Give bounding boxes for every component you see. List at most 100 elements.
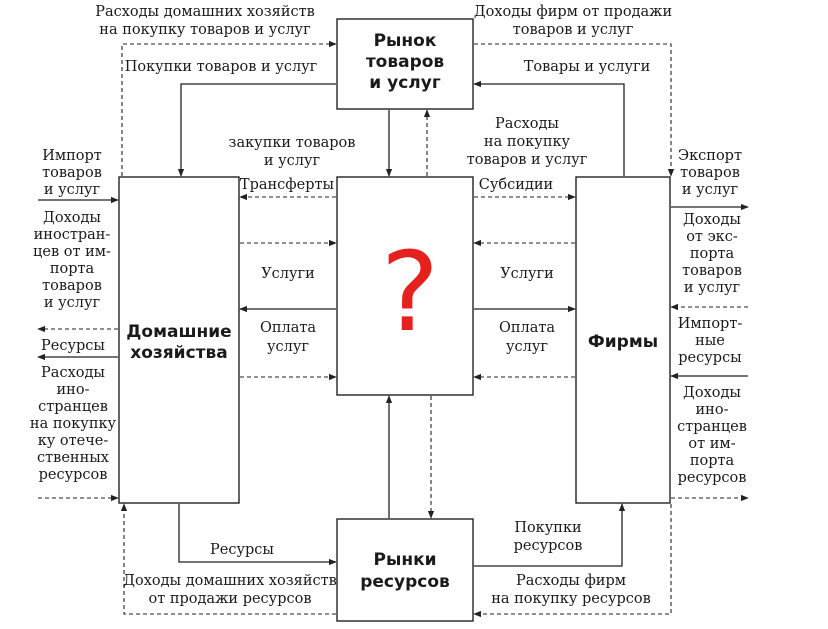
services-left-label: Услуги bbox=[261, 266, 315, 282]
foreign-spending-resources-label-line-7: ресурсов bbox=[39, 467, 108, 483]
purchases-resources-label-line-2: ресурсов bbox=[514, 538, 583, 554]
hh-income-resources-label-line-2: от продажи ресурсов bbox=[148, 591, 311, 607]
foreign-income-resources-label-line-5: порта bbox=[690, 453, 735, 469]
purchases-resources-arrow bbox=[474, 503, 626, 567]
hh-spending-goods-label: Расходы домашних хозяйств на покупку това… bbox=[95, 4, 315, 38]
foreign-income-resources-label-line-1: Доходы bbox=[683, 385, 741, 401]
foreign-income-resources-label-line-3: странцев bbox=[677, 419, 747, 435]
export-income-label-line-1: Доходы bbox=[683, 212, 741, 228]
center-box: ? bbox=[336, 176, 474, 396]
foreign-spending-resources-label-line-4: на покупку bbox=[30, 416, 117, 432]
firms-title-line-1: Фирмы bbox=[588, 332, 658, 352]
transfers-label: Трансферты bbox=[240, 177, 335, 193]
exports-label-line-1: Экспорт bbox=[678, 148, 742, 164]
firm-revenue-goods-label-line-1: Доходы фирм от продажи bbox=[474, 4, 672, 20]
subsidies-label-line-1: Субсидии bbox=[479, 177, 553, 193]
goods-services-arrow bbox=[473, 80, 625, 176]
gov-spending-label: Расходы на покупку товаров и услуг bbox=[467, 116, 588, 168]
foreign-spending-resources-label-line-6: ственных bbox=[37, 450, 109, 466]
firm-spending-resources-arrow bbox=[473, 504, 672, 618]
exports-label-line-2: товаров bbox=[680, 165, 740, 181]
hh-income-resources-arrow bbox=[120, 503, 336, 615]
gov-spending-label-line-1: Расходы bbox=[495, 116, 559, 132]
foreign-spending-resources-label-line-1: Расходы bbox=[41, 365, 105, 381]
imports-label-line-2: товаров bbox=[42, 165, 102, 181]
households-title-line-1: Домашние bbox=[126, 322, 231, 342]
resource-markets-title-line-1: Рынки bbox=[373, 550, 436, 570]
imported-resources-label-line-3: ресурсы bbox=[678, 350, 742, 366]
hh-spending-goods-label-line-2: на покупку товаров и услуг bbox=[99, 22, 310, 38]
goods-services-label: Товары и услуги bbox=[524, 59, 651, 75]
transfers-label-line-1: Трансферты bbox=[240, 177, 335, 193]
purchases-goods-label-line-1: Покупки товаров и услуг bbox=[125, 59, 318, 75]
firm-spending-resources-label-line-2: на покупку ресурсов bbox=[491, 591, 651, 607]
services-right-label-line-1: Услуги bbox=[500, 266, 554, 282]
foreign-spending-resources-label-line-5: ку отече- bbox=[38, 433, 109, 449]
gov-spending-label-line-2: на покупку bbox=[484, 134, 571, 150]
payment-right-label-line-1: Оплата bbox=[499, 320, 555, 336]
foreign-income-imports-label-line-4: порта bbox=[50, 261, 95, 277]
resources-bottom-label-line-1: Ресурсы bbox=[210, 542, 274, 558]
exports-label-line-3: и услуг bbox=[682, 182, 738, 198]
foreign-spending-resources-label-line-2: ино- bbox=[57, 382, 90, 398]
imported-resources-label-line-2: ные bbox=[695, 333, 725, 349]
export-income-label-line-4: товаров bbox=[682, 263, 742, 279]
resources-bottom-arrow bbox=[178, 504, 337, 566]
imports-label-line-1: Импорт bbox=[42, 148, 102, 164]
goods-services-label-line-1: Товары и услуги bbox=[524, 59, 651, 75]
gov-spending-label-line-3: товаров и услуг bbox=[467, 152, 588, 168]
hh-spending-goods-label-line-1: Расходы домашних хозяйств bbox=[95, 4, 315, 20]
payment-right-label-line-2: услуг bbox=[506, 339, 548, 355]
firms-title: Фирмы bbox=[588, 332, 658, 352]
firm-revenue-goods-label-line-2: товаров и услуг bbox=[513, 22, 634, 38]
resources-out-label: Ресурсы bbox=[41, 338, 105, 354]
foreign-income-imports-label-line-5: товаров bbox=[42, 278, 102, 294]
export-income-label-line-3: порта bbox=[690, 246, 735, 262]
resources-bottom-label: Ресурсы bbox=[210, 542, 274, 558]
question-mark: ? bbox=[381, 228, 439, 356]
subsidies-label: Субсидии bbox=[479, 177, 553, 193]
goods-market-title-line-2: товаров bbox=[366, 52, 445, 72]
foreign-income-imports-label-line-3: цев от им- bbox=[33, 244, 111, 260]
foreign-income-imports-label-line-1: Доходы bbox=[43, 210, 101, 226]
resources-out-label-line-1: Ресурсы bbox=[41, 338, 105, 354]
purchases-resources-label: Покупки ресурсов bbox=[514, 520, 583, 554]
foreign-income-resources-label-line-2: ино- bbox=[696, 402, 729, 418]
purchases-resources-label-line-1: Покупки bbox=[514, 520, 581, 536]
foreign-income-resources-label-line-6: ресурсов bbox=[678, 470, 747, 486]
imported-resources-label-line-1: Импорт- bbox=[678, 316, 743, 332]
goods-market-title-line-1: Рынок bbox=[374, 31, 437, 51]
goods-market-title-line-3: и услуг bbox=[369, 73, 441, 93]
export-income-label-line-5: и услуг bbox=[684, 280, 740, 296]
gov-purchases-label-line-1: закупки товаров bbox=[229, 135, 356, 151]
imports-label-line-3: и услуг bbox=[44, 182, 100, 198]
hh-income-resources-label-line-1: Доходы домашних хозяйств bbox=[123, 573, 337, 589]
firm-revenue-goods-label: Доходы фирм от продажи товаров и услуг bbox=[474, 4, 672, 38]
purchases-goods-label: Покупки товаров и услуг bbox=[125, 59, 318, 75]
foreign-income-resources-label-line-4: от им- bbox=[688, 436, 735, 452]
firms-box: Фирмы bbox=[575, 176, 671, 504]
purchases-goods-arrow bbox=[177, 83, 336, 177]
payment-right-label: Оплата услуг bbox=[499, 320, 555, 355]
households-title-line-2: хозяйства bbox=[130, 343, 228, 363]
payment-left-label-line-2: услуг bbox=[267, 339, 309, 355]
services-left-label-line-1: Услуги bbox=[261, 266, 315, 282]
hh-income-resources-label: Доходы домашних хозяйств от продажи ресур… bbox=[123, 573, 337, 607]
hh-spending-goods-arrow bbox=[121, 40, 337, 176]
export-income-label-line-2: от экс- bbox=[686, 229, 738, 245]
